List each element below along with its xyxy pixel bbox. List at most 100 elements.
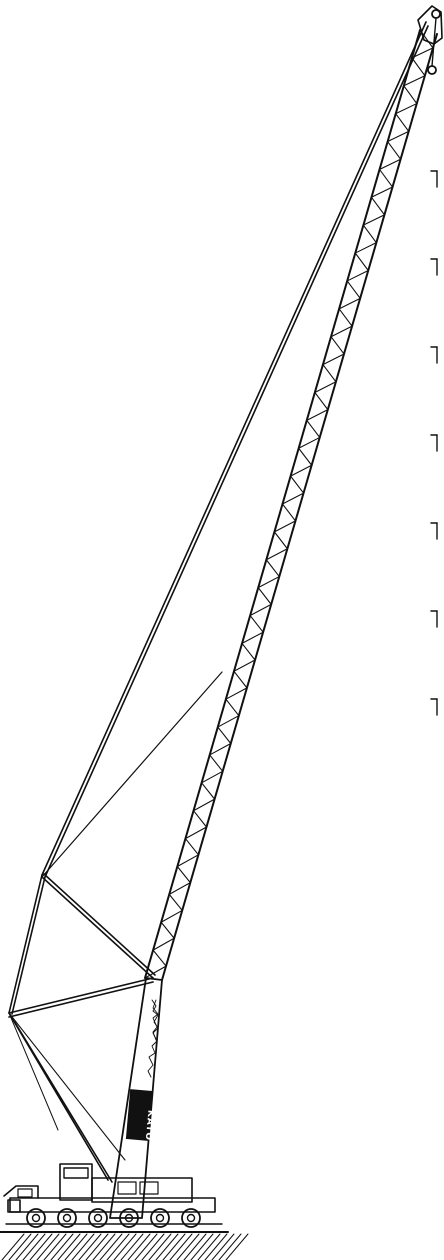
hatch-line: [85, 1233, 109, 1260]
boom-label: KATO: [143, 1110, 156, 1142]
lattice-diagonal: [209, 754, 224, 772]
wheel-hub: [62, 1213, 72, 1223]
lattice-diagonal: [201, 782, 216, 800]
lattice-diagonal: [265, 548, 288, 561]
lattice-diagonal: [411, 57, 426, 77]
lattice-diagonal: [395, 103, 418, 115]
hatch-line: [162, 1233, 186, 1260]
hatch-line: [113, 1233, 137, 1260]
lattice-diagonal: [257, 576, 280, 589]
boom-tip: [417, 5, 443, 75]
hatch-line: [64, 1233, 88, 1260]
hatch-line: [218, 1233, 242, 1260]
lattice-diagonal: [322, 353, 345, 366]
lattice-diagonal: [338, 297, 361, 310]
lattice-diagonal: [395, 113, 410, 132]
lattice-diagonal: [362, 224, 377, 244]
wheel-hub: [155, 1213, 165, 1223]
lattice-diagonal: [330, 325, 353, 338]
lattice-diagonal: [265, 559, 280, 578]
lattice-diagonal: [257, 587, 272, 605]
wheel: [150, 1208, 170, 1228]
lattice-diagonal: [298, 447, 313, 466]
lattice-diagonal: [330, 336, 345, 355]
lattice-boom: [144, 29, 438, 981]
ground-hatching: [0, 1231, 249, 1260]
lattice-diagonal: [176, 854, 199, 868]
lattice-diagonal: [354, 242, 377, 254]
hatch-line: [78, 1233, 102, 1260]
hatch-line: [71, 1233, 95, 1260]
lattice-diagonal: [217, 726, 232, 745]
lattice-diagonal: [233, 670, 248, 689]
lattice-diagonal: [209, 742, 232, 756]
wheel: [88, 1208, 108, 1228]
hatch-line: [169, 1233, 193, 1260]
hatch-line: [106, 1233, 130, 1260]
lattice-diagonal: [168, 893, 183, 911]
lattice-diagonal: [160, 909, 183, 923]
hatch-line: [29, 1233, 53, 1260]
hatch-line: [120, 1233, 144, 1260]
hatch-line: [155, 1233, 179, 1260]
hatch-line: [204, 1233, 228, 1260]
lattice-diagonal: [281, 492, 305, 505]
lattice-diagonal: [201, 770, 224, 784]
hatch-line: [50, 1233, 74, 1260]
lattice-diagonal: [176, 865, 191, 884]
hatch-line: [127, 1233, 151, 1260]
lattice-diagonal: [290, 464, 313, 477]
truck-carrier: [3, 1163, 223, 1228]
hatch-line: [92, 1233, 116, 1260]
lattice-diagonal: [184, 826, 208, 840]
lattice-diagonal: [346, 269, 369, 282]
hatch-line: [22, 1233, 46, 1260]
lattice-diagonal: [314, 381, 337, 394]
lattice-diagonal: [387, 140, 402, 160]
lattice-diagonal: [249, 614, 264, 633]
hatch-line: [211, 1233, 235, 1260]
wheel-hub: [124, 1213, 134, 1223]
hatch-line: [183, 1233, 207, 1260]
lattice-diagonal: [322, 364, 337, 383]
lattice-diagonal: [298, 436, 321, 449]
hatch-line: [141, 1233, 165, 1260]
lattice-diagonal: [306, 419, 321, 438]
hatch-line: [148, 1233, 172, 1260]
wheel-hub: [31, 1213, 41, 1223]
lattice-diagonal: [217, 715, 240, 728]
lattice-diagonal: [379, 168, 394, 188]
hatch-line: [225, 1233, 249, 1260]
hatch-line: [176, 1233, 200, 1260]
lattice-diagonal: [379, 158, 402, 170]
lattice-diagonal: [152, 937, 175, 951]
wheel: [57, 1208, 77, 1228]
lattice-diagonal: [306, 409, 329, 421]
hatch-line: [8, 1233, 32, 1260]
lattice-diagonal: [192, 798, 216, 812]
pendant-lines: [8, 21, 429, 1183]
hatch-line: [43, 1233, 67, 1260]
hatch-line: [134, 1233, 158, 1260]
lattice-diagonal: [152, 949, 167, 967]
lattice-diagonal: [411, 47, 434, 59]
lattice-diagonal: [370, 196, 385, 216]
lattice-diagonal: [241, 642, 256, 661]
lattice-diagonal: [290, 475, 305, 494]
lattice-diagonal: [338, 308, 353, 327]
lattice-diagonal: [403, 85, 418, 105]
hatch-line: [1, 1233, 25, 1260]
wheel-hub: [186, 1213, 196, 1223]
lattice-diagonal: [225, 698, 240, 717]
lattice-diagonal: [233, 659, 256, 672]
lattice-diagonal: [184, 838, 199, 856]
lattice-diagonal: [387, 130, 410, 143]
lattice-diagonal: [249, 603, 272, 617]
lattice-diagonal: [241, 631, 264, 644]
lattice-diagonal: [362, 214, 385, 226]
lattice-diagonal: [273, 520, 297, 533]
hatch-line: [15, 1233, 39, 1260]
hatch-line: [99, 1233, 123, 1260]
lattice-diagonal: [225, 687, 248, 700]
